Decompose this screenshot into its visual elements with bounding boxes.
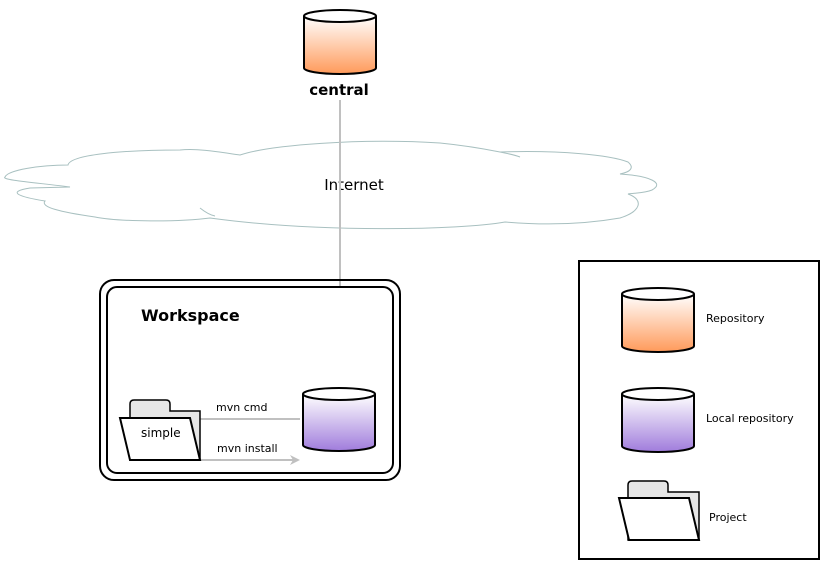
repository-icon (621, 294, 695, 353)
internet-label: Internet (324, 176, 384, 194)
mvn-install-edge: mvn install (200, 442, 300, 465)
local-repository[interactable] (302, 387, 376, 452)
project-icon (617, 497, 701, 541)
central-label: central (309, 81, 369, 99)
legend: Repository Local repository Project (578, 260, 820, 560)
legend-item-project: Project (617, 480, 747, 541)
mvn-install-label: mvn install (217, 442, 278, 455)
project-label: simple (141, 426, 181, 440)
internet-cloud: Internet (4, 140, 658, 230)
project-simple[interactable]: simple (118, 399, 202, 461)
legend-item-repository: Repository (621, 287, 765, 353)
mvn-cmd-edge: mvn cmd (190, 401, 300, 424)
legend-label-project: Project (709, 511, 747, 524)
legend-label-repository: Repository (706, 312, 765, 325)
workspace-title: Workspace (141, 306, 240, 325)
central-repository[interactable]: central (303, 9, 377, 99)
local-repository-icon (621, 394, 695, 453)
legend-label-local-repository: Local repository (706, 412, 794, 425)
local-repository-cylinder-icon (302, 394, 376, 452)
folder-icon (118, 417, 202, 461)
mvn-cmd-label: mvn cmd (216, 401, 267, 414)
legend-item-local-repository: Local repository (621, 387, 794, 453)
repository-cylinder-icon (303, 16, 377, 75)
